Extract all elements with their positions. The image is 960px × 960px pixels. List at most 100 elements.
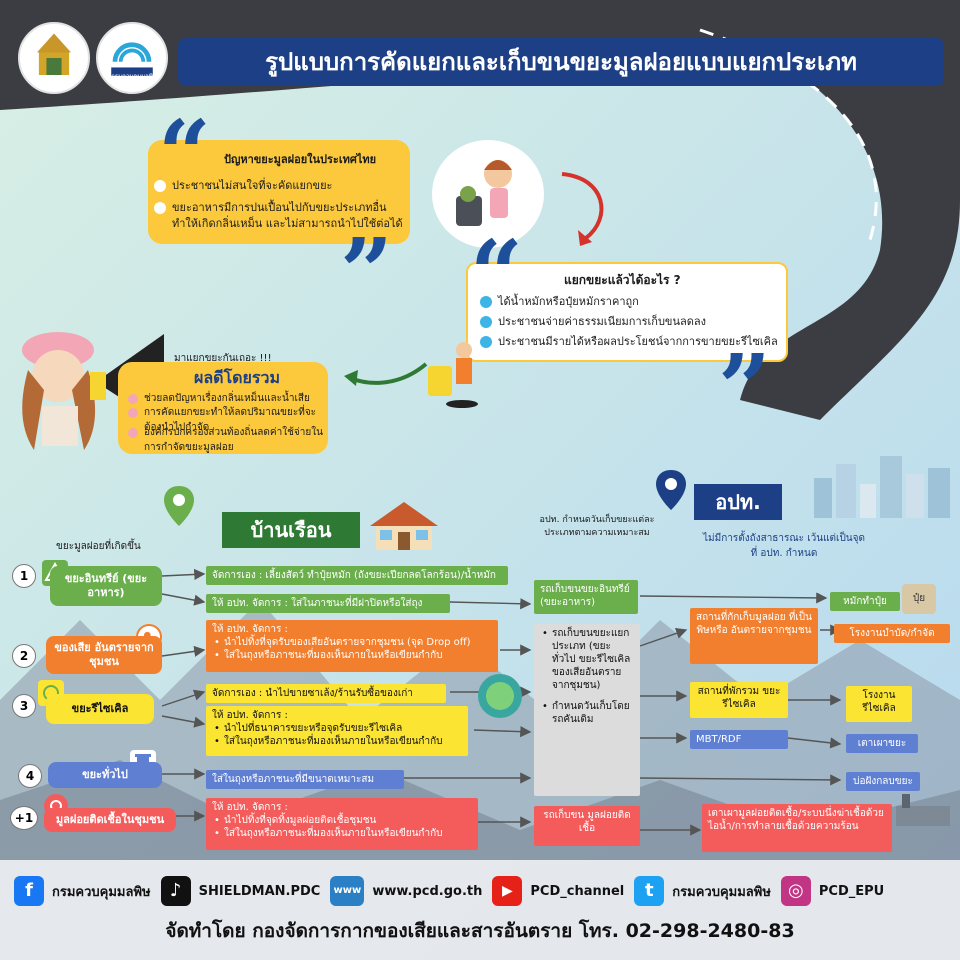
organic-self-manage: จัดการเอง : เลี้ยงสัตว์ ทำปุ๋ยหมัก (ถังข… xyxy=(206,566,508,585)
overall-callout: มาแยกขยะกันเถอะ !!! xyxy=(174,353,272,364)
location-pin-green-icon xyxy=(164,486,194,526)
separated-truck-item-2: กำหนดวันเก็บโดยรถคันเดิม xyxy=(540,700,634,726)
landfill: บ่อฝังกลบขยะ xyxy=(846,772,920,791)
recycle-destination: โรงงาน รีไซเคิล xyxy=(846,686,912,722)
person-bin-illustration xyxy=(420,340,490,410)
infectious-truck: รถเก็บขน มูลฝอยติดเชื้อ xyxy=(534,806,640,846)
hazard-destination: โรงงานบำบัด/กำจัด xyxy=(834,624,950,643)
social-web[interactable]: www www.pcd.go.th xyxy=(330,876,482,906)
fertilizer-bag-icon: ปุ๋ย xyxy=(902,584,936,614)
open-quote-icon: “ xyxy=(158,100,211,208)
infectious-gov-title: ให้ อปท. จัดการ : xyxy=(212,802,288,813)
bullet-icon xyxy=(480,316,492,328)
overall-item-1-text: ช่วยลดปัญหาเรื่องกลิ่นเหม็นและน้ำเสีย xyxy=(144,393,310,404)
social-facebook-label: กรมควบคุมมลพิษ xyxy=(52,884,151,900)
separated-truck-box: รถเก็บขนขยะแยกประเภท (ขยะทั่วไป ขยะรีไซเ… xyxy=(534,624,640,796)
benefit-item-3-text: ประชาชนมีรายได้หรือผลประโยชน์จากการขายขย… xyxy=(498,335,778,348)
pcd-logo: กรมควบคุมมลพิษ xyxy=(96,22,168,94)
category-3-number: 3 xyxy=(12,694,36,718)
instagram-icon: ◎ xyxy=(780,876,811,906)
girl-trash-illustration xyxy=(432,140,544,248)
bullet-icon xyxy=(128,394,138,404)
no-public-bins-note: ไม่มีการตั้งถังสาธารณะ เว้นแต่เป็นจุดที่… xyxy=(703,533,865,559)
problem-item-2: ขยะอาหารมีการปนเปื้อนไปกับขยะประเภทอื่น … xyxy=(154,200,404,232)
bullet-icon xyxy=(154,202,166,214)
facebook-icon: f xyxy=(14,876,44,906)
social-instagram-label: PCD_EPU xyxy=(818,883,885,899)
recycle-self-manage: จัดการเอง : นำไปขายซาเล้ง/ร้านรับซื้อของ… xyxy=(206,684,446,703)
recycle-gov-manage: ให้ อปท. จัดการ : นำไปที่ธนาคารขยะหรือจุ… xyxy=(206,706,468,756)
pcd-logo-text: กรมควบคุมมลพิษ xyxy=(111,73,157,80)
compost-destination: หมักทำปุ๋ย xyxy=(830,592,900,611)
household-source-label: ขยะมูลฝอยที่เกิดขึ้น xyxy=(56,541,141,552)
organic-truck: รถเก็บขนขยะอินทรีย์ (ขยะอาหาร) xyxy=(534,580,638,614)
overall-title: ผลดีโดยรวม xyxy=(194,368,281,387)
infectious-gov-item-2: ใส่ในถุงหรือภาชนะที่มองเห็นภายในหรือเขีย… xyxy=(212,827,472,840)
category-1: ขยะอินทรีย์ (ขยะอาหาร) xyxy=(50,566,162,606)
location-pin-blue-icon xyxy=(656,470,686,510)
problem-item-1-text: ประชาชนไม่สนใจที่จะคัดแยกขยะ xyxy=(172,179,333,192)
bullet-icon xyxy=(480,336,492,348)
factory-icon xyxy=(892,788,954,828)
recycle-gov-item-2: ใส่ในถุงหรือภาชนะที่มองเห็นภายในหรือเขีย… xyxy=(212,735,462,748)
benefit-title: แยกขยะแล้วได้อะไร ? xyxy=(564,273,681,287)
social-twitter-label: กรมควบคุมมลพิษ xyxy=(672,884,771,900)
social-facebook[interactable]: f กรมควบคุมมลพิษ xyxy=(14,876,151,906)
overall-item-2-text: การคัดแยกขยะทำให้ลดปริมาณขยะที่จะต้องนำไ… xyxy=(144,407,317,433)
social-links: f กรมควบคุมมลพิษ ♪ SHIELDMAN.PDC www www… xyxy=(0,868,960,914)
separated-truck-item-1: รถเก็บขนขยะแยกประเภท (ขยะทั่วไป ขยะรีไซเ… xyxy=(540,627,634,692)
made-by: จัดทำโดย กองจัดการกากของเสียและสารอันตรา… xyxy=(165,920,795,942)
recycle-collect: สถานที่พักรวม ขยะรีไซเคิล xyxy=(690,682,788,718)
local-gov-title: อปท. xyxy=(694,484,782,520)
infectious-destination: เตาเผามูลฝอยติดเชื้อ/ระบบนึ่งฆ่าเชื้อด้ว… xyxy=(702,804,892,852)
benefit-item-2-text: ประชาชนจ่ายค่าธรรมเนียมการเก็บขนลดลง xyxy=(498,315,706,328)
overall-item-2: การคัดแยกขยะทำให้ลดปริมาณขยะที่จะต้องนำไ… xyxy=(128,406,324,435)
overall-item-3-text: องค์กรปกครองส่วนท้องถิ่นลดค่าใช้จ่ายในกา… xyxy=(144,427,323,453)
category-5: มูลฝอยติดเชื้อในชุมชน xyxy=(44,808,176,832)
category-5-number: +1 xyxy=(10,806,38,830)
social-youtube[interactable]: ▶ PCD_channel xyxy=(492,876,624,906)
close-quote-icon: ” xyxy=(718,334,771,442)
close-quote-icon: ” xyxy=(340,218,393,326)
overall-box: ผลดีโดยรวม ช่วยลดปัญหาเรื่องกลิ่นเหม็นแล… xyxy=(118,362,328,454)
house-icon xyxy=(368,500,440,552)
bullet-icon xyxy=(128,408,138,418)
hazard-storage: สถานที่กักเก็บมูลฝอย ที่เป็นพิษหรือ อันต… xyxy=(690,608,818,664)
hazard-gov-item-1: นำไปทิ้งที่จุดรับของเสียอันตรายจากชุมชน … xyxy=(212,636,492,649)
overall-item-1: ช่วยลดปัญหาเรื่องกลิ่นเหม็นและน้ำเสีย xyxy=(128,392,324,407)
hazard-gov-item-2: ใส่ในถุงหรือภาชนะที่มองเห็นภายในหรือเขีย… xyxy=(212,649,492,662)
infectious-gov-manage: ให้ อปท. จัดการ : นำไปทิ้งที่จุดทิ้งมูลฝ… xyxy=(206,798,478,850)
overall-item-3: องค์กรปกครองส่วนท้องถิ่นลดค่าใช้จ่ายในกา… xyxy=(128,426,324,455)
social-instagram[interactable]: ◎ PCD_EPU xyxy=(780,876,885,906)
bullet-icon xyxy=(154,180,166,192)
problem-title: ปัญหาขยะมูลฝอยในประเทศไทย xyxy=(224,153,377,166)
incinerator: เตาเผาขยะ xyxy=(846,734,918,753)
benefit-box: แยกขยะแล้วได้อะไร ? ได้น้ำหมักหรือปุ๋ยหม… xyxy=(466,262,788,362)
bullet-icon xyxy=(128,428,138,438)
social-twitter[interactable]: t กรมควบคุมมลพิษ xyxy=(634,876,771,906)
local-gov-note: อปท. กำหนดวันเก็บขยะแต่ละประเภทตามความเห… xyxy=(539,515,655,539)
infectious-gov-item-1: นำไปทิ้งที่จุดทิ้งมูลฝอยติดเชื้อชุมชน xyxy=(212,814,472,827)
twitter-icon: t xyxy=(634,876,665,906)
organic-gov-manage: ให้ อปท. จัดการ : ใส่ในภาชนะที่มีฝาปิดหร… xyxy=(206,594,450,613)
social-tiktok-label: SHIELDMAN.PDC xyxy=(198,883,321,899)
seal-logo xyxy=(18,22,90,94)
category-1-number: 1 xyxy=(12,564,36,588)
category-4: ขยะทั่วไป xyxy=(48,762,162,788)
household-title: บ้านเรือน xyxy=(222,512,360,548)
category-4-number: 4 xyxy=(18,764,42,788)
recycle-gov-item-1: นำไปที่ธนาคารขยะหรือจุดรับขยะรีไซเคิล xyxy=(212,722,462,735)
social-tiktok[interactable]: ♪ SHIELDMAN.PDC xyxy=(160,876,321,906)
recycle-earth-icon xyxy=(478,674,522,718)
page-title: รูปแบบการคัดแยกและเก็บขนขยะมูลฝอยแบบแยกป… xyxy=(178,38,944,86)
recycle-gov-title: ให้ อปท. จัดการ : xyxy=(212,710,288,721)
tiktok-icon: ♪ xyxy=(160,876,191,906)
web-icon: www xyxy=(330,876,365,906)
hazard-gov-title: ให้ อปท. จัดการ : xyxy=(212,624,288,635)
bullet-icon xyxy=(480,296,492,308)
green-arrow-icon xyxy=(344,362,428,386)
social-youtube-label: PCD_channel xyxy=(530,883,625,899)
category-2-number: 2 xyxy=(12,644,36,668)
mbt-rdf: MBT/RDF xyxy=(690,730,788,749)
benefit-item-1-text: ได้น้ำหมักหรือปุ๋ยหมักราคาถูก xyxy=(498,295,639,308)
